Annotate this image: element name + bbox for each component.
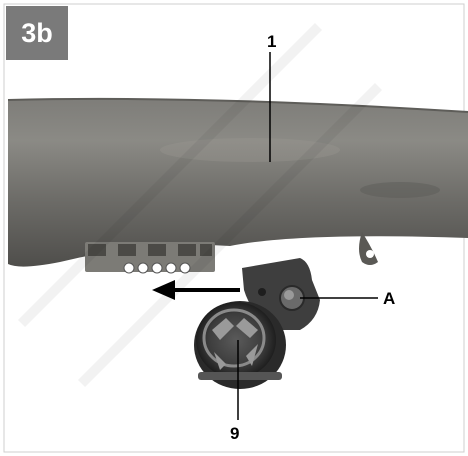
slide-direction-arrow xyxy=(152,280,240,300)
tube-tab xyxy=(359,232,378,265)
callout-1-label: 1 xyxy=(267,32,277,51)
callout-a-label: A xyxy=(383,289,396,308)
rail-bracket xyxy=(85,242,215,274)
step-badge: 3b xyxy=(6,6,68,60)
callout-9-label: 9 xyxy=(230,424,240,443)
handlebar-tube xyxy=(7,97,468,267)
mount-assembly xyxy=(194,258,320,389)
